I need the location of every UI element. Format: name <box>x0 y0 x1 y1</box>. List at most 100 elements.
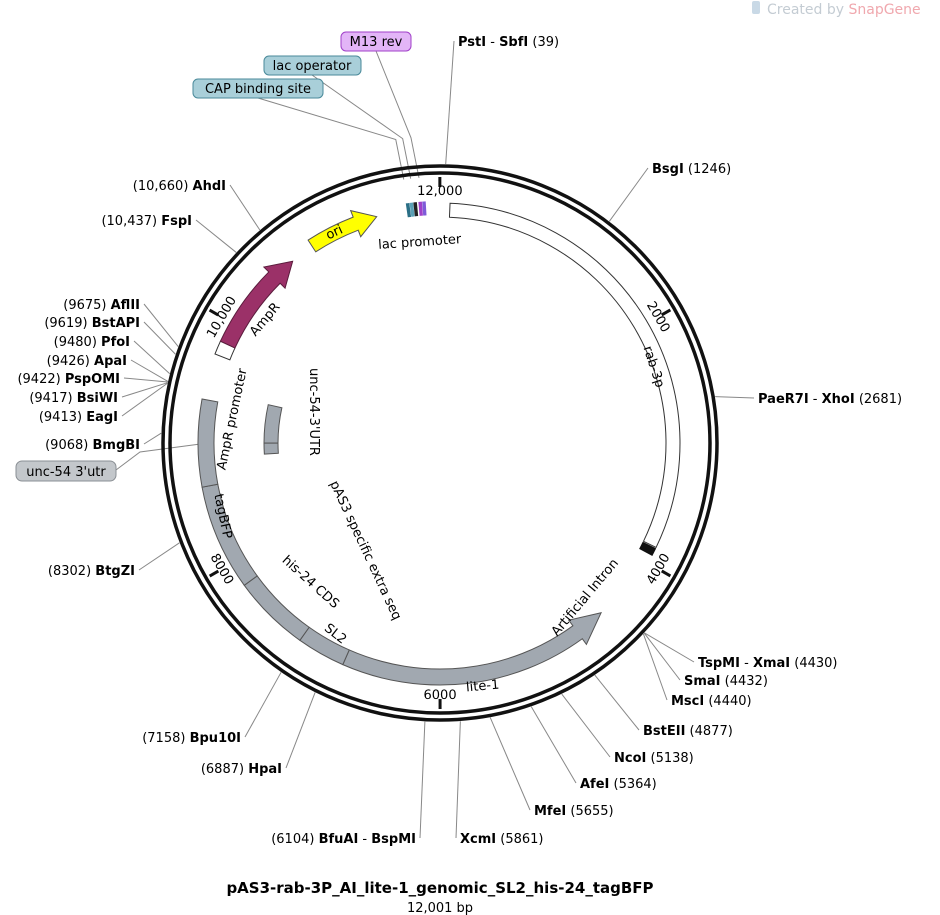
enzyme-site-label[interactable]: (9675) AflII <box>63 298 140 313</box>
enzyme-name: SbfI <box>499 35 528 50</box>
enzyme-site-line <box>133 340 171 375</box>
enzyme-site-label[interactable]: BsgI (1246) <box>652 162 731 177</box>
enzyme-name: PfoI <box>101 335 130 350</box>
feature-label-line <box>311 74 412 179</box>
enzyme-site-label[interactable]: PaeR7I - XhoI (2681) <box>758 392 902 407</box>
enzyme-site-label[interactable]: (9426) ApaI <box>47 354 127 369</box>
enzyme-site-label[interactable]: SmaI (4432) <box>684 674 768 689</box>
enzyme-site-label[interactable]: MscI (4440) <box>671 694 752 709</box>
lac-element-feature[interactable] <box>413 202 419 217</box>
enzyme-site-line <box>143 432 162 445</box>
lite1-feature[interactable] <box>342 611 602 686</box>
feature-label-line <box>115 442 208 471</box>
enzyme-position: (6104) <box>271 832 318 847</box>
feature-unc54-3utr[interactable]: unc-54 3'utr <box>15 460 117 482</box>
lac-element-feature[interactable] <box>409 202 415 217</box>
enzyme-site-line <box>143 303 179 347</box>
enzyme-site-label[interactable]: (6104) BfuAI - BspMI <box>271 832 416 847</box>
enzyme-name: BstEII <box>643 724 685 739</box>
feature-cap-binding-site[interactable]: CAP binding site <box>192 78 324 99</box>
backbone-outer <box>161 164 719 722</box>
enzyme-site-line <box>445 40 455 165</box>
ampr-feature[interactable] <box>219 260 294 349</box>
svg-text:Created by SnapGene: Created by SnapGene <box>767 2 921 18</box>
enzyme-site-line <box>644 632 695 663</box>
enzyme-site-label[interactable]: AfeI (5364) <box>580 777 657 792</box>
unc54-3utr-feature[interactable] <box>197 398 219 488</box>
feature-m13-rev[interactable]: M13 rev <box>340 31 412 52</box>
enzyme-site-label[interactable]: (8302) BtgZI <box>48 564 135 579</box>
enzyme-site-line <box>594 674 640 731</box>
enzyme-name: NcoI <box>614 751 646 766</box>
artificial-intron-feature[interactable] <box>639 541 657 556</box>
enzyme-name: BfuAI <box>319 832 359 847</box>
enzyme-name: PaeR7I <box>758 392 809 407</box>
ori-feature[interactable] <box>307 209 378 253</box>
enzyme-site-label[interactable]: NcoI (5138) <box>614 751 694 766</box>
enzyme-name: XcmI <box>460 832 496 847</box>
enzyme-site-label[interactable]: (6887) HpaI <box>201 762 282 777</box>
enzyme-position: (9413) <box>39 410 86 425</box>
enzyme-site-line <box>229 184 261 231</box>
enzyme-site-label[interactable]: BstEII (4877) <box>643 724 733 739</box>
restriction-sites: PstI - SbfI (39) BsgI (1246) PaeR7I - XhoI… <box>17 35 902 847</box>
enzyme-site-label[interactable]: (10,437) FspI <box>101 214 192 229</box>
enzyme-position: (4877) <box>685 724 732 739</box>
enzyme-name: ApaI <box>94 354 127 369</box>
lac-element-feature[interactable] <box>418 201 423 216</box>
his24-label: his-24 CDS <box>279 553 342 612</box>
enzyme-name: PspOMI <box>65 372 120 387</box>
enzyme-name: BsgI <box>652 162 684 177</box>
watermark: Created by SnapGene <box>752 1 921 18</box>
lac-element-feature[interactable] <box>422 201 427 216</box>
enzyme-position: (9068) <box>45 438 92 453</box>
enzyme-site-label[interactable]: (9413) EagI <box>39 410 118 425</box>
enzyme-name: BstAPI <box>92 316 140 331</box>
enzyme-site-label[interactable]: TspMI - XmaI (4430) <box>698 656 838 671</box>
separator: - <box>809 392 822 407</box>
enzyme-site-label[interactable]: (9619) BstAPI <box>44 316 140 331</box>
separator: - <box>740 656 753 671</box>
pas3-extra-seq-feature[interactable] <box>263 404 283 444</box>
enzyme-site-label[interactable]: (9480) PfoI <box>54 335 130 350</box>
features <box>197 201 681 686</box>
tick-mark <box>660 308 672 317</box>
enzyme-site-line <box>143 321 176 355</box>
m13-rev-label: M13 rev <box>350 35 403 50</box>
enzyme-name: BmgBI <box>92 438 140 453</box>
enzyme-site-label[interactable]: (9068) BmgBI <box>45 438 140 453</box>
backbone-inner <box>168 171 712 715</box>
lite1-label: lite-1 <box>465 678 499 696</box>
enzyme-name: XhoI <box>822 392 855 407</box>
enzyme-position: (10,437) <box>101 214 161 229</box>
enzyme-site-label[interactable]: XcmI (5861) <box>460 832 544 847</box>
enzyme-position: (9417) <box>29 391 76 406</box>
lac-element-feature[interactable] <box>405 202 412 218</box>
rab3p-feature[interactable] <box>448 202 681 549</box>
unc54-inner-label: unc-54-3'UTR <box>306 368 321 456</box>
enzyme-site-label[interactable]: MfeI (5655) <box>534 804 614 819</box>
enzyme-site-line <box>642 633 668 701</box>
enzyme-site-label[interactable]: PstI - SbfI (39) <box>458 35 559 50</box>
enzyme-name: AhdI <box>193 179 226 194</box>
enzyme-site-label[interactable]: (7158) Bpu10I <box>142 731 241 746</box>
enzyme-site-line <box>643 632 681 681</box>
enzyme-position: (5655) <box>566 804 613 819</box>
tick-mark <box>208 569 220 578</box>
enzyme-position: (8302) <box>48 564 95 579</box>
his24-cds-feature[interactable] <box>243 575 310 642</box>
enzyme-name: FspI <box>161 214 192 229</box>
enzyme-name: MscI <box>671 694 704 709</box>
separator: - <box>486 35 499 50</box>
enzyme-site-label[interactable]: (9422) PspOMI <box>17 372 120 387</box>
enzyme-position: (10,660) <box>133 179 193 194</box>
enzyme-site-label[interactable]: (10,660) AhdI <box>133 179 226 194</box>
unc54-inner-feature[interactable] <box>263 442 279 455</box>
enzyme-name: AfeI <box>580 777 609 792</box>
enzyme-site-label[interactable]: (9417) BsiWI <box>29 391 118 406</box>
enzyme-site-line <box>244 672 282 738</box>
watermark-text: Created by <box>767 2 848 18</box>
enzyme-position: (9619) <box>44 316 91 331</box>
feature-lac-operator[interactable]: lac operator <box>263 55 362 76</box>
enzyme-site-line <box>561 693 611 758</box>
